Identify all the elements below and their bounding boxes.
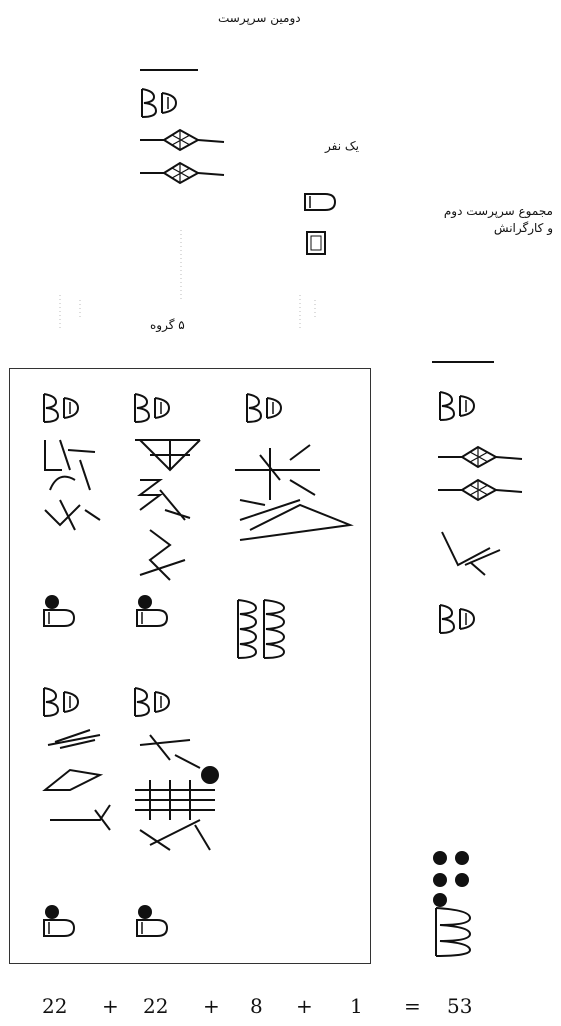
plus-3: + bbox=[296, 994, 313, 1018]
right-column-signs bbox=[432, 361, 523, 634]
tablet-row4 bbox=[44, 905, 167, 936]
plus-1: + bbox=[102, 994, 119, 1018]
eight-sign bbox=[237, 599, 286, 659]
one-person-label: یک نفر bbox=[325, 139, 359, 153]
complex-sign-1 bbox=[44, 439, 101, 531]
complex-sign-3 bbox=[235, 444, 354, 541]
term-4: 1 bbox=[350, 994, 363, 1018]
complex-sign-5 bbox=[135, 734, 219, 851]
term-1: 22 bbox=[42, 994, 68, 1018]
tablet-row1 bbox=[43, 393, 282, 423]
complex-sign-4 bbox=[42, 729, 111, 831]
complex-sign-2 bbox=[135, 439, 201, 581]
total-label-line2: و کارگرانش bbox=[493, 220, 553, 235]
tablet-frame bbox=[9, 368, 371, 964]
total-label: مجموع سرپرست دوم و کارگرانش bbox=[395, 203, 553, 237]
equation: 22 + 22 + 8 + 1 = 53 bbox=[0, 990, 561, 1026]
plus-2: + bbox=[203, 994, 220, 1018]
tablet-row2 bbox=[44, 595, 167, 626]
fifty-three-sign bbox=[433, 851, 472, 957]
one-person-sign bbox=[304, 193, 336, 255]
term-3: 8 bbox=[250, 994, 263, 1018]
term-2: 22 bbox=[143, 994, 169, 1018]
tablet-row3 bbox=[43, 687, 170, 717]
total-label-line1: مجموع سرپرست دوم bbox=[443, 204, 553, 218]
faint-marks bbox=[59, 230, 316, 330]
supervisor-signs bbox=[139, 69, 225, 184]
result: 53 bbox=[447, 994, 473, 1018]
second-supervisor-label: دومین سرپرست bbox=[218, 11, 301, 25]
equals-sign: = bbox=[404, 994, 421, 1018]
five-groups-label: ۵ گروه bbox=[150, 318, 185, 332]
